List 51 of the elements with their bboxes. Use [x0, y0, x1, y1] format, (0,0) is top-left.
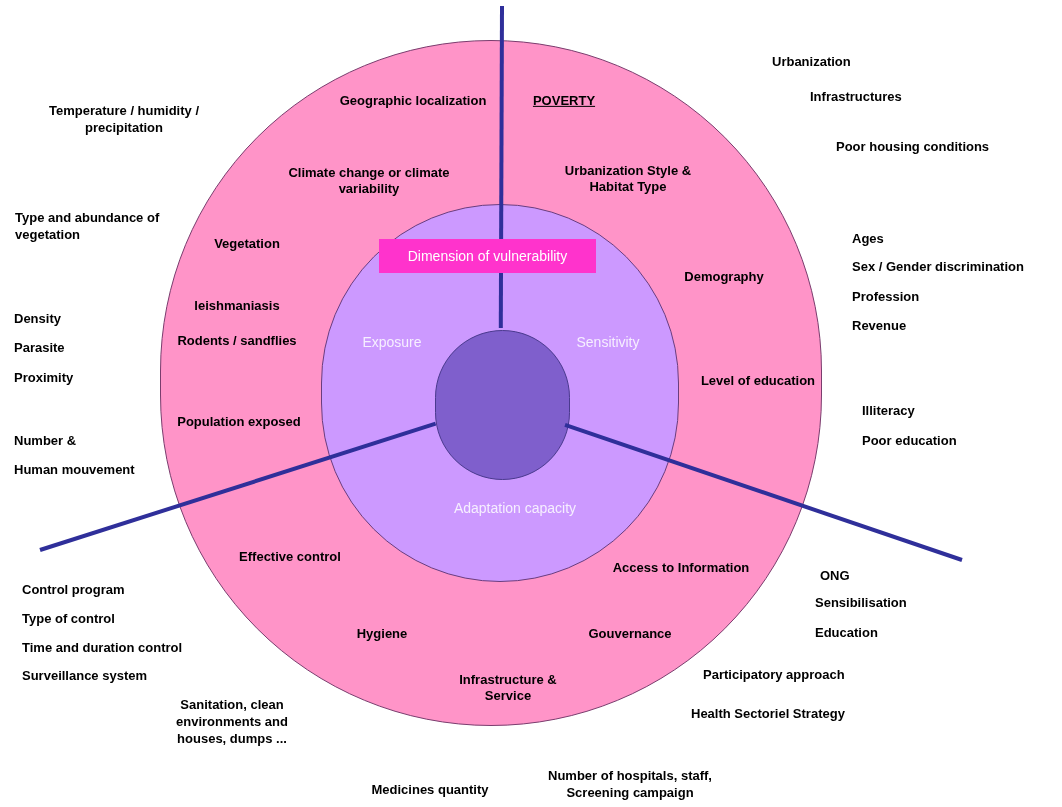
dimension-label: Exposure: [362, 334, 422, 352]
factor-label: Human mouvement: [14, 461, 135, 479]
factor-label: Geographic localization: [339, 92, 487, 110]
factor-label: Vegetation: [214, 235, 280, 253]
factor-label: leishmaniasis: [194, 297, 280, 315]
factor-label: Population exposed: [177, 413, 301, 431]
factor-label: Revenue: [852, 317, 907, 335]
factor-label: Ages: [852, 230, 884, 248]
factor-label: Climate change or climate variability: [287, 164, 451, 198]
factor-label: Health Sectoriel Strategy: [691, 705, 845, 723]
factor-label: Rodents / sandflies: [177, 332, 297, 350]
factor-label: Proximity: [14, 369, 74, 387]
factor-label: ONG: [820, 567, 850, 585]
factor-label: Number &: [14, 432, 77, 450]
factor-label: POVERTY: [532, 92, 596, 110]
factor-label: Time and duration control: [22, 639, 183, 657]
factor-label: Surveillance system: [22, 667, 148, 685]
divider-line: [39, 421, 437, 552]
dimension-label: Sensitivity: [576, 334, 640, 352]
factor-label: Gouvernance: [588, 625, 672, 643]
factor-label: Type of control: [22, 610, 115, 628]
divider-line: [564, 423, 963, 562]
factor-label: Education: [815, 624, 878, 642]
factor-label: Access to Information: [612, 559, 750, 577]
factor-label: Sex / Gender discrimination: [852, 258, 1024, 276]
factor-label: Urbanization: [772, 53, 851, 71]
factor-label: Control program: [22, 581, 125, 599]
factor-label: Demography: [684, 268, 764, 286]
factor-label: Infrastructures: [810, 88, 902, 106]
factor-label: Urbanization Style & Habitat Type: [563, 162, 693, 196]
factor-label: Participatory approach: [703, 666, 845, 684]
factor-label: Density: [14, 310, 61, 328]
factor-label: Sanitation, clean environments and houses, dumps ...: [175, 696, 289, 748]
factor-label: Poor education: [862, 432, 957, 450]
factor-label: Illiteracy: [862, 402, 915, 420]
factor-label: Parasite: [14, 339, 65, 357]
factor-label: Number of hospitals, staff, Screening campaign: [547, 768, 713, 802]
factor-label: Poor housing conditions: [836, 138, 990, 156]
dimension-label: Adaptation capacity: [453, 500, 577, 518]
banner-text: Dimension of vulnerability: [407, 246, 568, 266]
factor-label: Sensibilisation: [815, 594, 907, 612]
factor-label: Medicines quantity: [371, 781, 489, 799]
divider-line: [498, 6, 504, 328]
factor-label: Hygiene: [356, 625, 408, 643]
factor-label: Infrastructure & Service: [458, 671, 558, 705]
factor-label: Level of education: [700, 372, 816, 390]
factor-label: Effective control: [239, 548, 341, 566]
factor-label: Temperature / humidity / precipitation: [48, 103, 200, 137]
factor-label: Type and abundance of vegetation: [15, 210, 161, 244]
factor-label: Profession: [852, 288, 920, 306]
title-banner: [379, 239, 596, 273]
